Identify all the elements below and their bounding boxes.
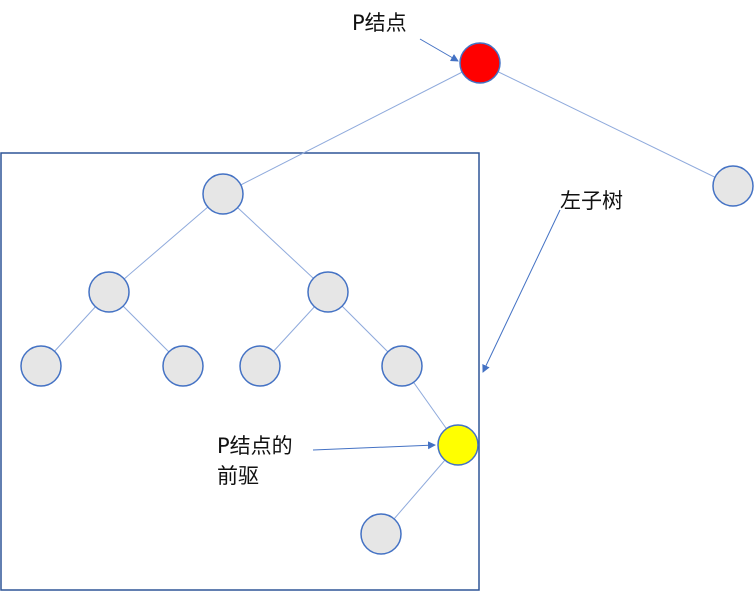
tree-node-lrr [381, 345, 423, 387]
tree-node-right-child [712, 165, 754, 207]
predecessor-label: P结点的 前驱 [217, 431, 293, 491]
predecessor-arrow [312, 441, 436, 451]
tree-edge-left-child-to-lr [222, 193, 329, 293]
tree-node-root [459, 42, 501, 84]
tree-edge-root-to-left-child [222, 62, 481, 195]
tree-edges [40, 62, 734, 535]
left-subtree-box [0, 152, 480, 591]
tree-node-ll [88, 271, 130, 313]
tree-node-pred [437, 424, 479, 466]
tree-edge-root-to-right-child [479, 62, 734, 187]
tree-node-llr [162, 345, 204, 387]
tree-edge-left-child-to-ll [108, 193, 224, 293]
tree-node-pred-left [360, 513, 402, 555]
tree-node-lll [20, 345, 62, 387]
p-node-label: P结点 [352, 11, 407, 35]
left-subtree-arrow [482, 209, 561, 373]
tree-nodes [20, 42, 754, 555]
left-subtree-label: 左子树 [560, 189, 623, 213]
tree-node-lr [307, 271, 349, 313]
tree-node-lrl [239, 345, 281, 387]
predecessor-label-line1: P结点的 [217, 434, 293, 458]
tree-node-left-child [202, 173, 244, 215]
predecessor-label-line2: 前驱 [217, 464, 259, 488]
p-node-arrow [419, 38, 459, 62]
